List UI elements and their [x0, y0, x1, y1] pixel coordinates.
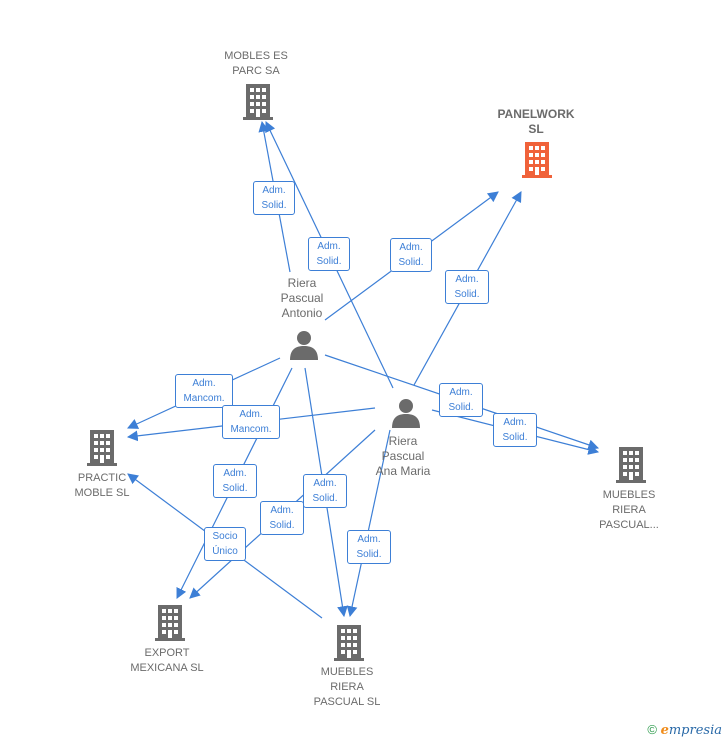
building-icon[interactable]	[616, 447, 646, 483]
node-label-practic-moble[interactable]: PRACTIC MOBLE SL	[74, 472, 130, 499]
building-icon[interactable]	[243, 84, 273, 120]
building-icon[interactable]	[522, 142, 552, 178]
brand-footer: © empresia	[647, 722, 722, 738]
node-label-panelwork[interactable]: PANELWORK SL	[497, 107, 575, 136]
brand-logo: empresia	[660, 723, 722, 738]
relationship-badge[interactable]: Adm. Solid.	[213, 464, 257, 498]
node-label-muebles-riera-pascual-dots[interactable]: MUEBLES RIERA PASCUAL...	[599, 489, 659, 531]
relationship-badge[interactable]: Adm. Solid.	[308, 237, 350, 271]
relationship-badge[interactable]: Adm. Solid.	[493, 413, 537, 447]
relationship-badge[interactable]: Adm. Solid.	[253, 181, 295, 215]
relationship-badge[interactable]: Adm. Solid.	[390, 238, 432, 272]
relationship-badge[interactable]: Adm. Solid.	[303, 474, 347, 508]
person-icon[interactable]	[289, 330, 319, 360]
person-icon[interactable]	[391, 398, 421, 428]
relationship-badge[interactable]: Adm. Solid.	[445, 270, 489, 304]
copyright-icon: ©	[647, 722, 657, 737]
relationship-badge[interactable]: Socio Único	[204, 527, 246, 561]
building-icon[interactable]	[155, 605, 185, 641]
relationship-badge[interactable]: Adm. Solid.	[439, 383, 483, 417]
node-label-riera-ana[interactable]: Riera Pascual Ana Maria	[375, 434, 431, 478]
building-icon[interactable]	[334, 625, 364, 661]
edge-ana-muebles-sl	[346, 429, 391, 618]
node-label-riera-antonio[interactable]: Riera Pascual Antonio	[280, 276, 324, 320]
node-label-mobles-es-parc[interactable]: MOBLES ES PARC SA	[224, 50, 288, 77]
relationship-badge[interactable]: Adm. Solid.	[347, 530, 391, 564]
node-label-muebles-riera-pascual-sl[interactable]: MUEBLES RIERA PASCUAL SL	[313, 666, 381, 708]
relationship-badge[interactable]: Adm. Mancom.	[175, 374, 233, 408]
building-icon[interactable]	[87, 430, 117, 466]
node-label-export-mexicana[interactable]: EXPORT MEXICANA SL	[130, 647, 204, 674]
relationship-badge[interactable]: Adm. Mancom.	[222, 405, 280, 439]
relationship-badge[interactable]: Adm. Solid.	[260, 501, 304, 535]
